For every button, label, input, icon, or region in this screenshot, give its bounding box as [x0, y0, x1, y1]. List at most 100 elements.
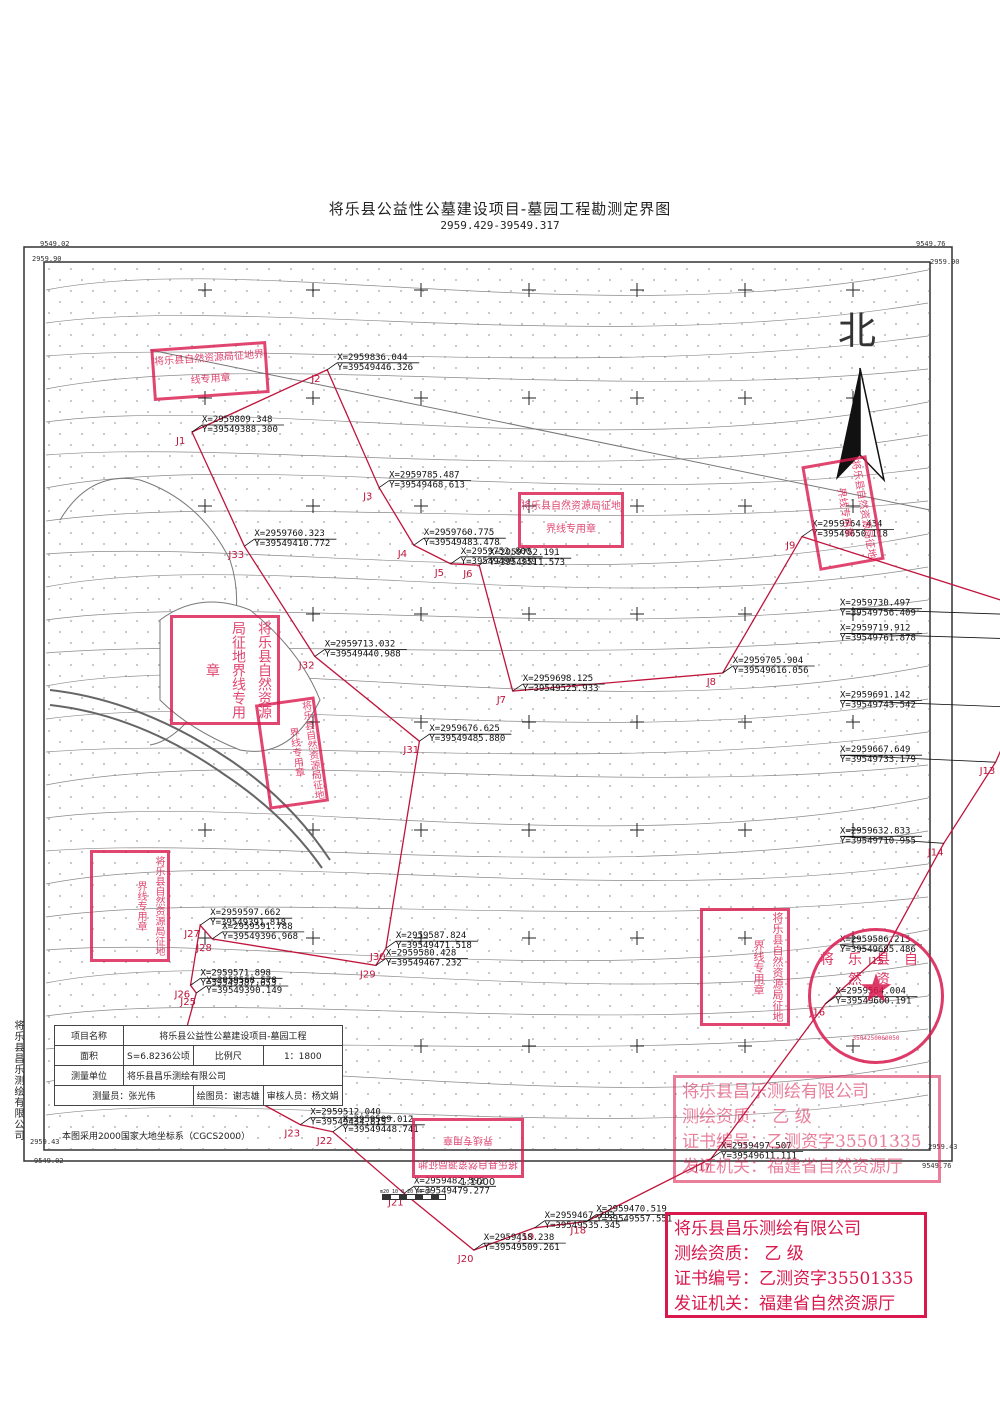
company-qualification-stamp: 将乐县昌乐测绘有限公司 测绘资质： 乙 级 证书编号：乙测资字35501335 …	[665, 1212, 927, 1318]
company-stamp-line3: 证书编号：乙测资字35501335	[674, 1269, 914, 1289]
contour-line	[45, 434, 929, 462]
point-y-coordinate: Y=39549467.232	[386, 958, 462, 968]
contour-line	[45, 665, 929, 692]
corner-label-bottom-right-inner: 2959.43	[928, 1143, 958, 1151]
point-name-j17: J17	[694, 1163, 711, 1174]
grid-cross	[522, 1039, 536, 1053]
contour-line	[45, 995, 929, 1017]
point-y-coordinate: Y=39549391.818	[210, 918, 286, 928]
contour-line	[45, 533, 929, 566]
point-leader-line	[710, 1151, 804, 1159]
grid-cross	[306, 607, 320, 621]
contour-line	[45, 467, 929, 489]
point-x-coordinate: X=2959571.898	[201, 968, 271, 978]
stamp-land-boundary-8: 将乐县自然资源局征地界线专用章	[412, 1118, 524, 1178]
drafter: 绘图员：谢志雄	[192, 1085, 264, 1106]
point-x-coordinate: X=2959752.800	[461, 547, 531, 557]
grid-cross	[414, 1039, 428, 1053]
point-name-j20: J20	[457, 1254, 474, 1265]
company-stamp-line1: 将乐县昌乐测绘有限公司	[674, 1219, 861, 1239]
corner-label-bottom-left-inner: 2959.43	[30, 1138, 60, 1146]
point-y-coordinate: Y=39549390.149	[206, 986, 282, 996]
contour-lines	[45, 269, 929, 1119]
company-stamp-faded-line4: 发证机关：福建省自然资源厅	[682, 1157, 903, 1177]
grid-cross	[846, 715, 860, 729]
point-x-coordinate: X=2959512.040	[310, 1108, 380, 1118]
point-leader-line	[300, 1117, 393, 1126]
point-leader-line	[244, 538, 337, 547]
point-name-j28: J28	[195, 943, 212, 954]
point-x-coordinate: X=2959809.348	[202, 415, 272, 425]
info-row-staff: 测量员：张光伟 绘图员：谢志雄 审核人员：杨文娟	[54, 1085, 343, 1106]
point-x-coordinate: X=2959597.662	[210, 908, 280, 918]
grid-cross	[198, 391, 212, 405]
point-leader-line	[722, 665, 815, 674]
grid-cross	[522, 391, 536, 405]
point-leader-line	[839, 835, 944, 844]
point-x-coordinate: X=2959470.519	[596, 1205, 666, 1215]
contour-line	[45, 368, 929, 390]
point-leader-line	[326, 362, 420, 371]
grid-cross	[414, 499, 428, 513]
straight-line-feature	[149, 349, 931, 511]
contour-line	[45, 599, 929, 621]
company-stamp-faded-line1: 将乐县昌乐测绘有限公司	[682, 1082, 869, 1102]
corner-label-top-right-inner: 2959.90	[930, 258, 960, 266]
grid-cross	[306, 715, 320, 729]
grid-cross	[738, 607, 752, 621]
info-row-unit: 测量单位 将乐县昌乐测绘有限公司	[54, 1065, 343, 1086]
grid-cross	[630, 1039, 644, 1053]
surveyor: 测量员：张光伟	[54, 1085, 194, 1106]
scale-ratio: 1:1000	[460, 1177, 496, 1188]
grid-cross	[198, 499, 212, 513]
point-name-j18: J18	[569, 1226, 586, 1237]
project-value: 将乐县公益性公墓建设项目-墓园工程	[123, 1025, 343, 1046]
point-leader-line	[586, 1214, 679, 1222]
company-stamp-line2: 测绘资质： 乙 级	[674, 1244, 804, 1264]
point-y-coordinate: Y=39549509.261	[484, 1243, 560, 1253]
point-y-coordinate: Y=39549387.653	[201, 978, 277, 988]
grid-cross	[846, 283, 860, 297]
seal-text: 将乐县自然资	[820, 952, 932, 988]
unit-label: 测量单位	[54, 1065, 124, 1086]
point-name-j9: J9	[785, 541, 795, 552]
company-stamp-faded: 将乐县昌乐测绘有限公司 测绘资质： 乙 级 证书编号：乙测资字35501335 …	[673, 1075, 941, 1183]
point-y-coordinate: Y=39549710.955	[840, 836, 916, 846]
area-label: 面积	[54, 1045, 124, 1066]
point-y-coordinate: Y=39549388.300	[202, 425, 278, 435]
grid-cross	[198, 931, 212, 945]
point-name-j6: J6	[462, 569, 472, 580]
grid-cross	[522, 715, 536, 729]
grid-cross	[198, 283, 212, 297]
seal-number: 3504250060050	[852, 1035, 900, 1042]
info-table: 项目名称 将乐县公益性公墓建设项目-墓园工程 面积 S=6.8236公顷 比例尺…	[54, 1025, 343, 1106]
grid-cross	[306, 499, 320, 513]
scale-bar-text: m20 10 0 20 40 60	[380, 1189, 432, 1195]
point-y-coordinate: Y=39549733.179	[840, 755, 916, 765]
point-leader-line	[839, 700, 1000, 708]
point-leader-line	[375, 958, 468, 966]
point-labels: J1X=2959809.348Y=39549388.300J2X=2959836…	[161, 353, 1000, 1265]
point-leader-line	[839, 608, 1000, 615]
point-name-j32: J32	[298, 660, 315, 671]
point-name-j25: J25	[179, 997, 196, 1008]
point-x-coordinate: X=2959785.487	[389, 471, 459, 481]
point-name-j27: J27	[183, 929, 200, 940]
point-y-coordinate: Y=39549485.880	[429, 734, 505, 744]
grid-cross	[522, 499, 536, 513]
point-name-j7: J7	[496, 695, 506, 706]
point-leader-line	[190, 977, 283, 986]
contour-line	[45, 500, 929, 522]
point-y-coordinate: Y=39549650.118	[812, 530, 888, 540]
point-name-j2: J2	[310, 374, 320, 385]
grid-cross	[630, 391, 644, 405]
grid-cross	[630, 823, 644, 837]
point-y-coordinate: Y=39549448.741	[343, 1125, 419, 1135]
grid-cross	[630, 607, 644, 621]
point-name-j19: J19	[518, 1232, 535, 1243]
coordinate-system-note: 本图采用2000国家大地坐标系（CGCS2000）	[62, 1132, 251, 1142]
stamp-land-boundary-2: 将乐县自然资源局征地界线专用章	[518, 492, 624, 548]
grid-cross	[414, 715, 428, 729]
area-value: S=6.8236公顷	[123, 1045, 194, 1066]
